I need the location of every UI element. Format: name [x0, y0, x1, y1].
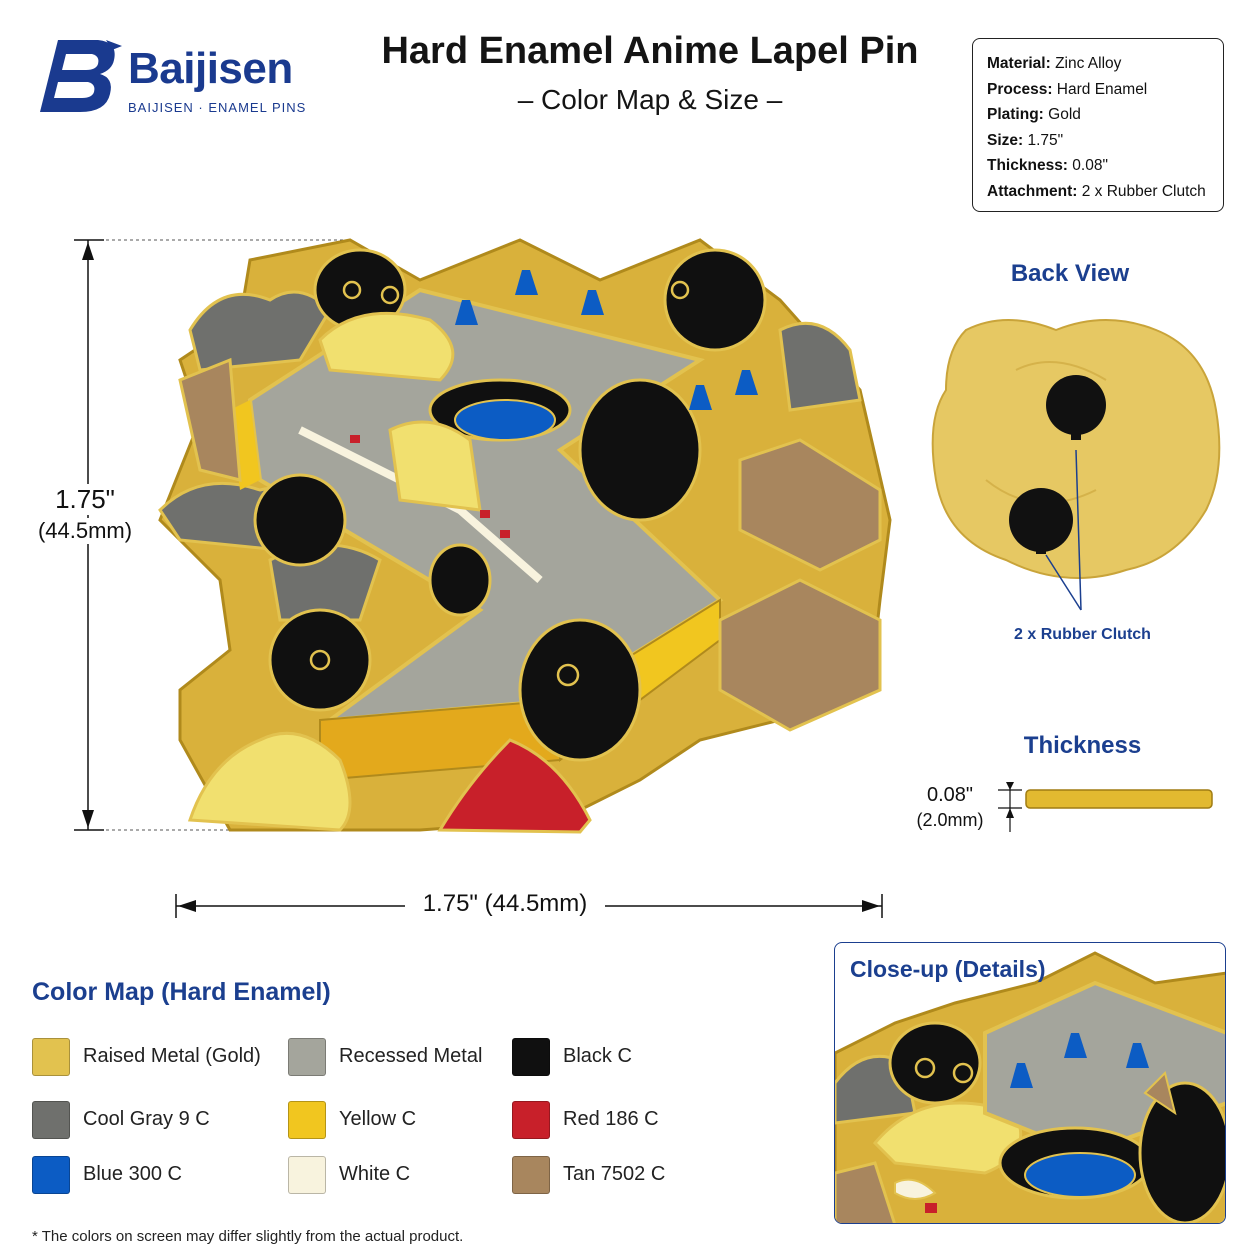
height-dimension-mm: (44.5mm) — [20, 518, 150, 544]
color-swatch — [512, 1156, 550, 1194]
brand-name: Baijisen — [128, 44, 293, 93]
color-swatch-label: Tan 7502 C — [563, 1163, 666, 1185]
thickness-side-view — [998, 782, 1213, 832]
closeup-illustration — [835, 951, 1225, 1223]
color-swatch — [32, 1038, 70, 1076]
page-subtitle: – Color Map & Size – — [517, 84, 783, 115]
spec-row-material: Material: Zinc Alloy — [987, 55, 1122, 72]
pin-front-illustration — [74, 238, 892, 918]
spec-row-attachment: Attachment: 2 x Rubber Clutch — [987, 182, 1206, 200]
thickness-mm: (2.0mm) — [916, 810, 984, 830]
color-swatch-label: Recessed Metal — [339, 1045, 483, 1067]
color-swatch-label: Black C — [563, 1045, 632, 1067]
spec-row-plating: Plating: Gold — [987, 106, 1081, 124]
color-swatch — [288, 1038, 326, 1076]
closeup-panel — [834, 942, 1226, 1224]
thickness-title: Thickness — [1023, 732, 1142, 759]
color-swatch — [512, 1101, 550, 1139]
spec-box: Material: Zinc Alloy Process: Hard Ename… — [972, 38, 1224, 212]
brand-tagline: BAIJISEN · ENAMEL PINS — [128, 100, 307, 115]
width-dimension-label: 1.75" (44.5mm) — [405, 890, 605, 918]
rubber-clutch-label: 2 x Rubber Clutch — [1014, 626, 1151, 643]
height-dimension-label: 1.75" — [20, 484, 150, 515]
brand-logo-icon — [40, 40, 122, 112]
color-swatch-label: White C — [339, 1163, 411, 1185]
closeup-title: Close-up (Details) — [850, 956, 1046, 982]
color-map-title: Color Map (Hard Enamel) — [32, 978, 331, 1006]
color-swatch-label: Blue 300 C — [83, 1163, 182, 1185]
back-view-title: Back View — [1010, 260, 1130, 287]
color-swatch — [32, 1101, 70, 1139]
pin-back-illustration — [931, 319, 1221, 611]
spec-row-size: Size: 1.75" — [987, 131, 1064, 149]
color-disclaimer: * The colors on screen may differ slight… — [32, 1228, 464, 1245]
spec-row-thickness: Thickness: 0.08" — [987, 157, 1108, 175]
color-swatch — [288, 1156, 326, 1194]
spec-row-process: Process: Hard Enamel — [987, 80, 1148, 98]
page-title: Hard Enamel Anime Lapel Pin — [381, 30, 919, 72]
color-swatch-label: Red 186 C — [563, 1108, 659, 1130]
color-swatch-label: Yellow C — [339, 1108, 417, 1130]
color-swatch — [288, 1101, 326, 1139]
color-swatch-label: Cool Gray 9 C — [83, 1108, 210, 1130]
color-swatch — [32, 1156, 70, 1194]
color-swatch-label: Raised Metal (Gold) — [83, 1045, 261, 1067]
thickness-value: 0.08" — [926, 784, 974, 806]
color-swatch — [512, 1038, 550, 1076]
